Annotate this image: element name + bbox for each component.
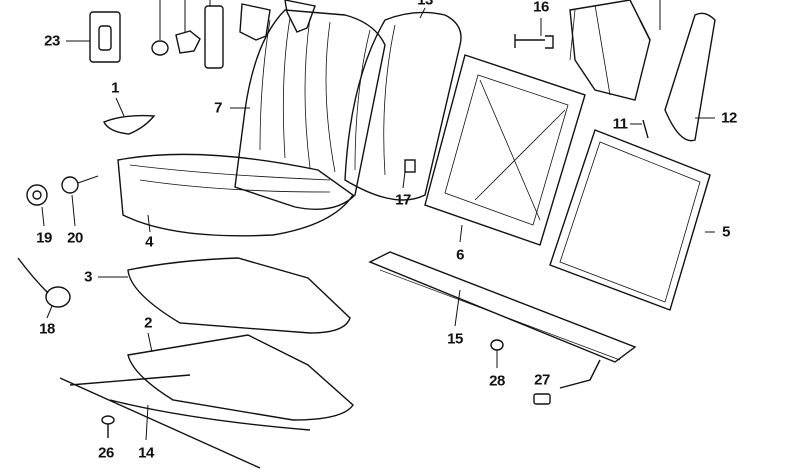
part-15-rail	[368, 251, 637, 389]
callout-14: 14	[138, 444, 154, 462]
part-11-screw	[630, 119, 649, 139]
part-19-20-plugs	[26, 175, 99, 227]
part-28-clip	[490, 339, 504, 368]
part-18-knob	[17, 257, 71, 319]
callout-28: 28	[489, 372, 505, 390]
callout-20: 20	[67, 229, 83, 247]
callout-1: 1	[111, 79, 119, 97]
part-latch-mechanism	[569, 0, 661, 101]
callout-5: 5	[722, 223, 730, 241]
callout-15: 15	[447, 330, 463, 348]
callout-13: 13	[417, 0, 433, 9]
callout-27: 27	[534, 371, 550, 389]
callout-4: 4	[145, 233, 153, 251]
part-14-cable	[59, 374, 311, 469]
callout-7: 7	[214, 99, 222, 117]
part-16-pin	[514, 18, 554, 49]
callout-23: 23	[44, 32, 60, 50]
part-5-panel	[549, 129, 715, 311]
callout-26: 26	[98, 444, 114, 462]
part-6-backrest-frame	[424, 54, 586, 246]
part-small-fasteners	[151, 0, 316, 69]
part-1-trim	[103, 97, 156, 135]
callout-17: 17	[395, 191, 411, 209]
part-4-seat-cushion	[117, 153, 354, 237]
part-2-seat-frame	[127, 332, 354, 421]
part-13-backrest-side	[344, 7, 462, 201]
callout-6: 6	[456, 246, 464, 264]
callout-11: 11	[612, 115, 628, 133]
part-27-cap	[533, 393, 551, 405]
part-17-nut	[402, 159, 416, 189]
part-7-backrest	[230, 9, 386, 210]
callout-19: 19	[36, 229, 52, 247]
part-23-cover	[66, 11, 121, 63]
callout-12: 12	[721, 109, 737, 127]
part-26-bolt	[101, 415, 115, 438]
callout-2: 2	[144, 314, 152, 332]
callout-16: 16	[533, 0, 549, 16]
part-12-cover	[664, 12, 716, 142]
callout-18: 18	[39, 320, 55, 338]
part-3-seat-pan	[98, 257, 351, 334]
callout-3: 3	[84, 268, 92, 286]
